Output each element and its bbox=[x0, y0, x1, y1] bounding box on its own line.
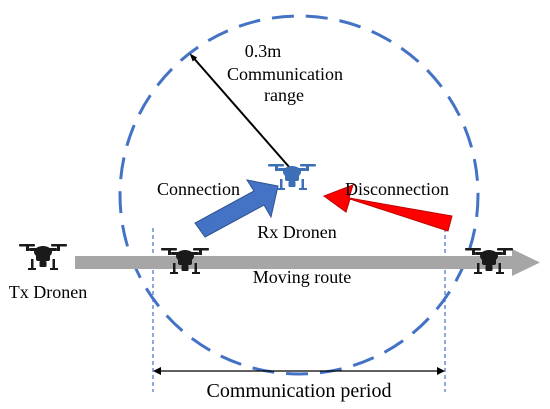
range-line2-label: range bbox=[264, 85, 304, 105]
connection-arrow bbox=[194, 179, 279, 238]
range-radius-arrow bbox=[189, 53, 291, 169]
tx-drone-icon bbox=[19, 244, 67, 270]
disconnection-label: Disconnection bbox=[345, 179, 449, 199]
range-line1-label: Communication bbox=[227, 64, 343, 84]
range-value-label: 0.3m bbox=[245, 41, 282, 61]
connection-label: Connection bbox=[157, 179, 240, 199]
rx-drone-label: Rx Dronen bbox=[257, 222, 337, 242]
range-circle bbox=[118, 14, 480, 376]
period-arrow bbox=[153, 367, 445, 375]
tx-drone-label: Tx Dronen bbox=[9, 282, 87, 302]
disconnection-arrow bbox=[322, 184, 453, 232]
moving-route-label: Moving route bbox=[253, 267, 352, 287]
period-label: Communication period bbox=[207, 380, 392, 402]
